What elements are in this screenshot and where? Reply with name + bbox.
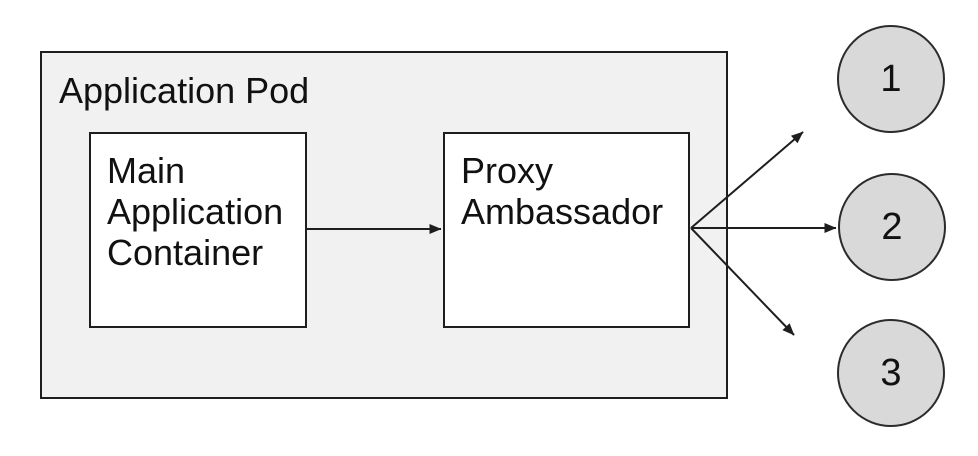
node-main-label: Main Application Container — [107, 150, 284, 273]
node-proxy-ambassador: Proxy Ambassador — [443, 132, 690, 328]
endpoint-node-2: 2 — [838, 173, 946, 281]
pod-title: Application Pod — [59, 70, 310, 111]
node-main-application-container: Main Application Container — [89, 132, 307, 328]
node-proxy-label: Proxy Ambassador — [461, 150, 664, 232]
endpoint-node-1: 1 — [837, 25, 945, 133]
endpoint-1-label: 1 — [880, 57, 902, 100]
endpoint-2-label: 2 — [881, 205, 903, 248]
endpoint-node-3: 3 — [837, 319, 945, 427]
endpoint-3-label: 3 — [880, 351, 902, 394]
